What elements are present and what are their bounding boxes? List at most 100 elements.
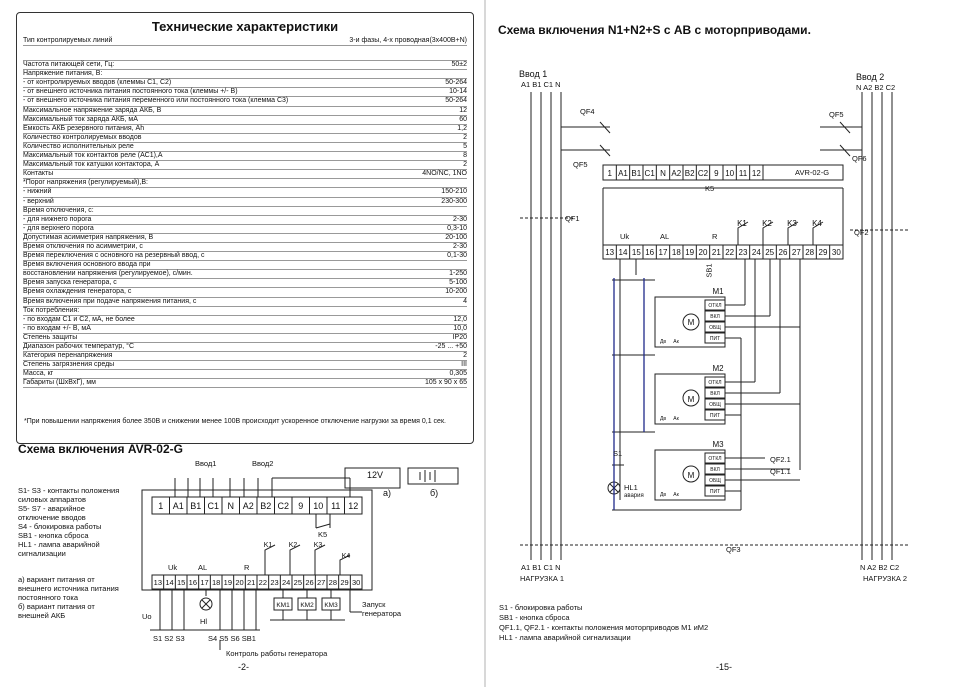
spec-row-value: III (461, 361, 467, 369)
right-top-terminal: 1 (607, 169, 612, 178)
spec-row-label: Частота питающей сети, Гц: (23, 61, 115, 69)
right-bottom-terminal: 25 (765, 248, 774, 257)
right-bottom-terminal: 14 (619, 248, 628, 257)
left-relay-label: K4 (342, 553, 351, 560)
right-s1: S1 (613, 449, 623, 458)
spec-row-value: 50-264 (445, 79, 467, 87)
right-top-terminal: A2 (671, 169, 681, 178)
motor-terminal-label: ОБЩ (709, 478, 721, 484)
spec-row: Частота питающей сети, Гц:50±2 (23, 61, 467, 71)
spec-row: Напряжение питания, В: (23, 70, 467, 80)
right-qf5: QF5 (829, 110, 844, 119)
spec-row-value: 150-210 (441, 188, 467, 196)
left-variant-line: внешнего источника питания (18, 584, 119, 593)
spec-row-value: 1,2 (457, 124, 467, 132)
left-scheme-title: Схема включения AVR-02-G (18, 442, 183, 456)
left-bottom-terminal: 30 (352, 578, 360, 587)
right-bottom-terminal: 24 (752, 248, 761, 257)
spec-row-label: Максимальное напряжение заряда АКБ, В (23, 106, 162, 114)
spec-row-value: 2 (463, 133, 467, 141)
left-gen-ctrl: Контроль работы генератора (226, 649, 328, 658)
spec-row: Время отключения, с: (23, 207, 467, 216)
spec-row-value: IP20 (452, 333, 467, 341)
spec-row: Время переключения с основного на резерв… (23, 252, 467, 262)
left-bottom-terminal: 13 (154, 578, 162, 587)
left-coil-label: KM2 (300, 602, 314, 609)
left-top-terminal: 11 (331, 501, 340, 511)
left-s-labels: S1 S2 S3 (153, 634, 185, 643)
motor-terminal-label: ВКЛ (710, 314, 720, 320)
spec-row-label: - для верхнего порога (23, 224, 94, 232)
right-qf3: QF3 (726, 545, 741, 554)
right-load2-terms: N A2 B2 C2 (860, 563, 900, 572)
spec-row: *Порог напряжения (регулируемый),В: (23, 179, 467, 189)
spec-row-label: Степень загрязнения среды (23, 361, 115, 369)
spec-row-label: Время запуска генератора, с (23, 279, 117, 287)
left-top-terminal: C2 (277, 501, 289, 511)
spec-row-label: Категория перенапряжения (23, 352, 113, 360)
spec-row-label: Максимальный ток контактов реле (АС1),А (23, 152, 163, 160)
motor-symbol: M (688, 318, 695, 327)
spec-row-value: 3-и фазы, 4-х проводная(3х400В+N) (349, 37, 467, 44)
right-device: AVR-02-G (795, 168, 830, 177)
spec-row-value: 12 (459, 106, 467, 114)
left-variant-line: б) вариант питания от (18, 602, 95, 611)
right-load1-terms: A1 B1 C1 N (521, 563, 561, 572)
motor-terminal-label: ОТКЛ (708, 303, 721, 309)
left-relay-label: K3 (314, 542, 323, 549)
left-12v: 12V (367, 470, 384, 480)
right-qf6: QF6 (852, 154, 867, 163)
spec-row: Ток потребления: (23, 307, 467, 316)
right-vvod1: Ввод 1 (519, 69, 548, 79)
left-variant-line: постоянного тока (18, 593, 78, 602)
left-variant-line: внешней АКБ (18, 611, 66, 620)
spec-row-label: *Порог напряжения (регулируемый),В: (23, 179, 148, 187)
left-legend-line: S4 - блокировка работы (18, 522, 102, 531)
motor-terminal-label: ПИТ (710, 489, 720, 495)
right-qf21: QF2.1 (770, 455, 791, 464)
right-relay-label: K1 (737, 219, 747, 228)
motor-label: M3 (712, 440, 724, 449)
spec-row-value: 230-300 (441, 197, 467, 205)
right-qf4: QF4 (580, 107, 595, 116)
motor-dv-label: Дв (660, 416, 666, 422)
motor-dv-label: Дв (660, 492, 666, 498)
left-relay-label: K2 (289, 542, 298, 549)
right-legend-line: SB1 - кнопка сброса (499, 613, 570, 622)
spec-row-value: 20-100 (445, 233, 467, 241)
spec-row-value: 1-250 (449, 270, 467, 278)
left-legend-line: силовых аппаратов (18, 495, 86, 504)
spec-row: восстановлении напряжения (регулируемое)… (23, 270, 467, 280)
right-load2: НАГРУЗКА 2 (863, 574, 908, 583)
right-legend-line: HL1 - лампа аварийной сигнализации (499, 633, 631, 642)
right-relay-label: K3 (787, 219, 797, 228)
spec-row-label: Емкость АКБ резервного питания, Ah (23, 124, 145, 132)
spec-row-label: - для нижнего порога (23, 215, 92, 223)
left-top-terminal: C1 (207, 501, 219, 511)
left-bottom-terminal: 19 (224, 578, 232, 587)
right-hl1-sub: авария (624, 493, 644, 499)
right-qf1: QF1 (565, 214, 580, 223)
right-bottom-terminal: 18 (672, 248, 681, 257)
left-coil-label: KM1 (276, 602, 290, 609)
left-variant-a: а) (383, 488, 392, 498)
motor-terminal-label: ВКЛ (710, 467, 720, 473)
spec-row-label: восстановлении напряжения (регулируемое)… (23, 270, 193, 278)
spec-row-value: 10-14 (449, 88, 467, 96)
spec-row-label: Максимальный ток заряда АКБ, мА (23, 115, 138, 123)
spec-row-value: 105 х 90 х 65 (424, 379, 467, 387)
left-vvod1: Ввод1 (195, 459, 217, 468)
